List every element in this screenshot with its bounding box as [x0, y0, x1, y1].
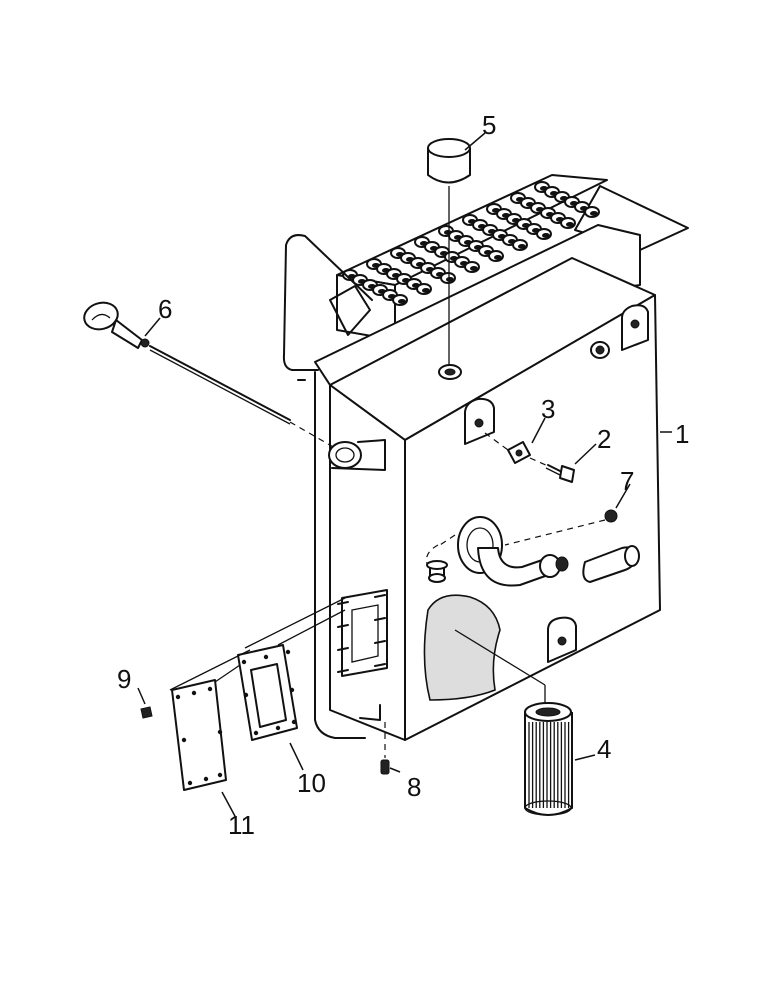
cover-hole [217, 729, 223, 735]
leader-lines [137, 132, 672, 819]
gasket-hole [289, 687, 295, 693]
filler-cap [427, 138, 471, 365]
tread-holes [342, 181, 600, 306]
window-stud [337, 601, 349, 605]
callout-8: 8 [407, 772, 421, 802]
tread-hole-shadow [590, 211, 598, 216]
tread-hole-shadow [422, 288, 430, 293]
window-studs [337, 594, 386, 673]
callout-1: 1 [675, 419, 689, 449]
gasket-holes [241, 649, 297, 736]
gasket-hole [253, 730, 259, 736]
gasket-hole [241, 659, 247, 665]
cover-hole [175, 694, 181, 700]
callout-2: 2 [597, 424, 611, 454]
tread-hole-shadow [518, 244, 526, 249]
tread-hole-shadow [494, 255, 502, 260]
cover-hole [217, 772, 223, 778]
drain-plug [380, 722, 390, 775]
gasket [237, 644, 298, 741]
gasket-hole [243, 692, 249, 698]
cover-hole [181, 737, 187, 743]
callout-11: 11 [228, 810, 255, 840]
window-stud [374, 640, 386, 644]
pipe-plug [504, 509, 618, 546]
window-stud [337, 647, 349, 651]
callout-10: 10 [297, 768, 326, 798]
bolt [529, 457, 575, 483]
tread-hole-shadow [446, 277, 454, 282]
filter-pleats [528, 722, 570, 808]
cover-holes [175, 686, 223, 786]
window-stud [337, 669, 349, 673]
window-stud [337, 624, 349, 628]
callout-6: 6 [158, 294, 172, 324]
tank-body [328, 257, 661, 741]
gasket-hole [291, 719, 297, 725]
tread-hole-shadow [470, 266, 478, 271]
alignment-lines [169, 597, 346, 691]
callout-7: 7 [620, 466, 634, 496]
callout-4: 4 [597, 734, 611, 764]
window-stud [374, 617, 386, 621]
window-stud [374, 594, 386, 598]
cover-hole [187, 780, 193, 786]
filter-element [454, 629, 573, 816]
gasket-hole [275, 725, 281, 731]
cover-plate [171, 679, 227, 791]
cover-hole [191, 690, 197, 696]
cover-hole [207, 686, 213, 692]
gasket-hole [263, 654, 269, 660]
dipstick [83, 301, 336, 449]
gasket-hole [285, 649, 291, 655]
tread-hole-shadow [566, 222, 574, 227]
tread-hole-shadow [542, 233, 550, 238]
window-stud [374, 663, 386, 667]
nut [140, 706, 153, 719]
cover-hole [203, 776, 209, 782]
tread-hole-shadow [398, 299, 406, 304]
callout-9: 9 [117, 664, 131, 694]
callout-labels: 1 2 3 4 5 6 7 8 9 10 11 [117, 110, 689, 840]
square-washer [484, 432, 531, 464]
callout-3: 3 [541, 394, 555, 424]
callout-5: 5 [482, 110, 496, 140]
